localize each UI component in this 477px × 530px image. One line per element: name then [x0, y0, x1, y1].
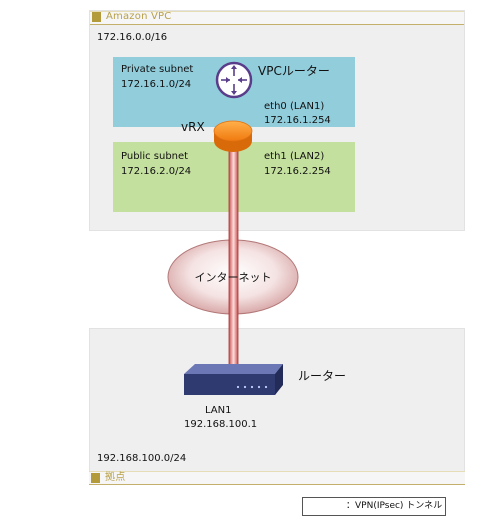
vpc-router-icon: [215, 61, 253, 99]
eth1-name: eth1 (LAN2): [264, 151, 325, 162]
private-subnet-name: Private subnet: [121, 64, 194, 75]
legend-label: ：VPN(IPsec) トンネル: [346, 501, 443, 511]
vpn-tunnel: [228, 149, 239, 367]
site-router-icon: [184, 364, 283, 395]
vpc-title: Amazon VPC: [106, 11, 172, 22]
site-router-label: ルーター: [298, 369, 347, 383]
public-subnet-cidr: 172.16.2.0/24: [121, 166, 192, 177]
vpc-title-bar: Amazon VPC: [90, 11, 464, 25]
internet-label: インターネット: [195, 271, 272, 284]
site-title-bar: 拠点: [89, 471, 465, 485]
vrx-label: vRX: [181, 120, 205, 134]
eth0-name: eth0 (LAN1): [264, 101, 325, 112]
site-area: [89, 328, 465, 484]
private-subnet-cidr: 172.16.1.0/24: [121, 79, 192, 90]
site-lan-ip: 192.168.100.1: [184, 419, 258, 430]
eth1-ip: 172.16.2.254: [264, 166, 331, 177]
site-title: 拠点: [105, 472, 126, 483]
vpc-cidr: 172.16.0.0/16: [97, 32, 168, 43]
tab-marker-icon: [91, 473, 100, 483]
site-cidr: 192.168.100.0/24: [97, 453, 187, 464]
site-lan-name: LAN1: [205, 405, 232, 416]
vrx-router-icon: [213, 120, 253, 152]
public-subnet-name: Public subnet: [121, 151, 189, 162]
tab-marker-icon: [92, 12, 101, 22]
eth0-ip: 172.16.1.254: [264, 115, 331, 126]
vpc-router-label: VPCルーター: [258, 64, 330, 78]
legend: ：VPN(IPsec) トンネル: [302, 497, 446, 516]
